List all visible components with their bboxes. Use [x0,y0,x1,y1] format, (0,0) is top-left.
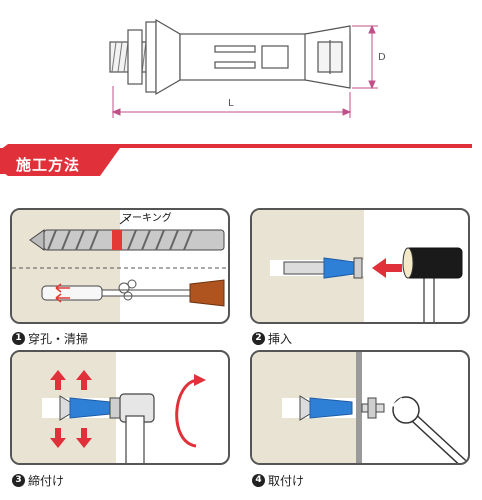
step2-number: 2 [252,332,265,345]
step1-number: 1 [12,332,25,345]
step3-caption: 3 締付け [12,472,64,489]
step4-number: 4 [252,474,265,487]
step4-panel [250,350,470,465]
marking-callout: マーキング [122,213,172,224]
diameter-label: D [378,52,386,63]
expand-arrows-icon [50,370,92,448]
length-label: L [228,98,234,109]
step3-label: 締付け [28,474,65,488]
marking-band [112,230,122,250]
blower-nozzle-icon [41,279,225,307]
socket-wrench-icon [119,393,155,463]
wall-section [12,210,120,322]
step2-label: 挿入 [268,332,293,346]
step4-caption: 4 取付け [252,472,304,489]
step1-caption: 1 穿孔・清掃 [12,330,88,347]
anchor-bolt-icon [283,257,363,279]
arrow-left-icon [372,258,402,278]
fixture-plate [356,352,362,463]
anchor-bolt-icon [109,18,351,96]
step3-panel [10,350,230,465]
rotate-arrow-icon [175,374,206,448]
dimension-lines [111,24,378,118]
anchor-dimension-drawing [109,18,378,118]
step1-illustration [12,210,228,322]
step4-label: 取付け [268,474,305,488]
anchor-bolt-icon [299,395,385,421]
anchor-bolt-icon [59,395,121,421]
step1-panel: マーキング [10,208,230,324]
step4-illustration [252,352,468,463]
step2-illustration [252,210,463,322]
step3-number: 3 [12,474,25,487]
section-title: 施工方法 [16,156,81,174]
step2-caption: 2 挿入 [252,330,292,347]
step2-panel [250,208,470,324]
drill-bit-icon [29,215,225,251]
spanner-icon [392,396,468,463]
hammer-icon [402,247,463,322]
step1-label: 穿孔・清掃 [28,332,89,346]
step3-illustration [12,352,206,463]
section-header-banner [0,144,472,176]
